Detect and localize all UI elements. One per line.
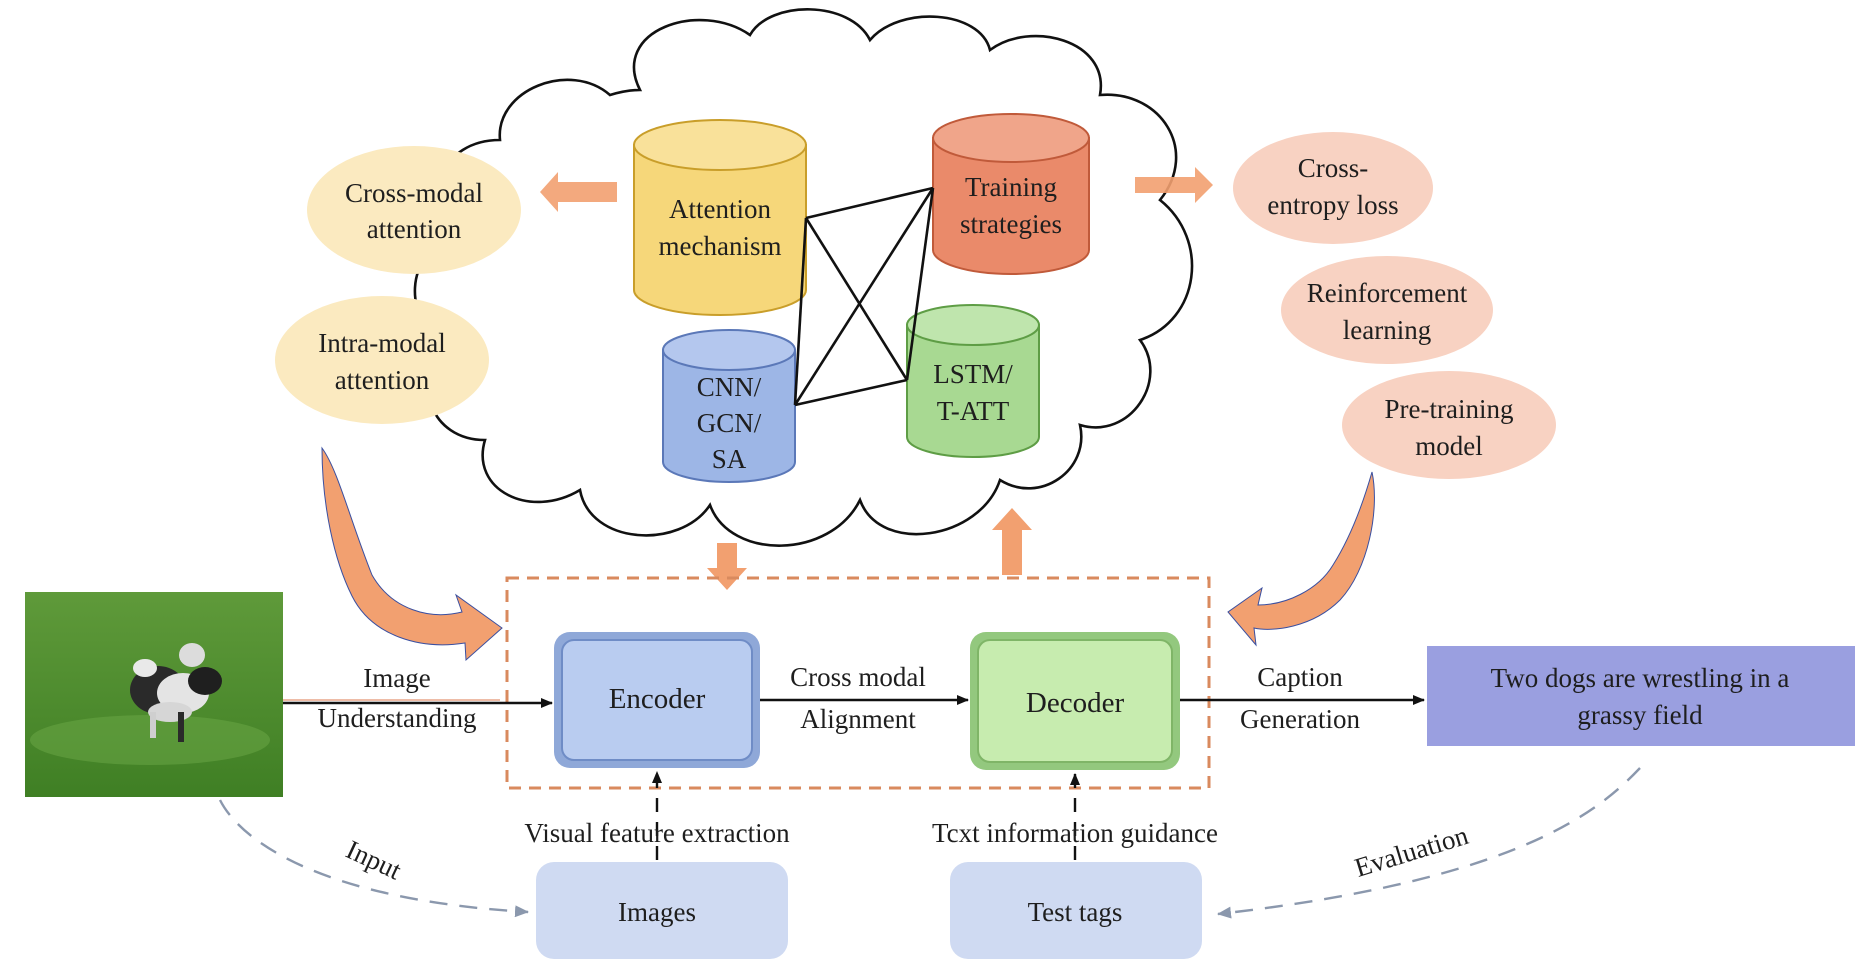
cross-modal-label-1: Cross-modal xyxy=(345,178,483,208)
arrow-right-to-cross-entropy xyxy=(1135,167,1213,203)
dog-photo xyxy=(25,592,283,797)
decoder-label: Decoder xyxy=(1026,687,1125,719)
caption-generation-label-1: Caption xyxy=(1257,662,1343,692)
cross-entropy-label-2: entropy loss xyxy=(1267,190,1398,220)
caption-generation-label-2: Generation xyxy=(1240,704,1360,734)
intra-modal-label-1: Intra-modal xyxy=(318,328,445,358)
pre-training-model-ellipse: Pre-training model xyxy=(1342,371,1556,479)
pre-training-label-2: model xyxy=(1415,431,1483,461)
text-information-guidance-label: Tcxt information guidance xyxy=(932,818,1218,848)
arrow-left-to-cross-modal xyxy=(540,172,617,212)
intra-modal-label-2: attention xyxy=(335,365,430,395)
encoder-decoder-frame xyxy=(505,576,1211,790)
lstm-tatt-cylinder: LSTM/ T-ATT xyxy=(906,304,1040,458)
training-label-1: Training xyxy=(965,172,1057,202)
attention-mechanism-cylinder: Attention mechanism xyxy=(633,119,807,316)
test-tags-label: Test tags xyxy=(1028,897,1123,927)
cross-entropy-label-1: Cross- xyxy=(1298,153,1369,183)
images-label: Images xyxy=(618,897,696,927)
reinforcement-learning-ellipse: Reinforcement learning xyxy=(1281,256,1493,364)
cross-modal-alignment-label-1: Cross modal xyxy=(790,662,926,692)
cross-modal-alignment-label-2: Alignment xyxy=(800,704,916,734)
output-caption-line-1: Two dogs are wrestling in a xyxy=(1491,663,1790,693)
arrow-decoder-to-cloud xyxy=(992,508,1032,575)
intra-modal-attention-ellipse: Intra-modal attention xyxy=(275,296,489,424)
images-box: Images xyxy=(536,862,788,959)
left-curved-arrow xyxy=(321,446,503,662)
output-caption-line-2: grassy field xyxy=(1577,700,1703,730)
right-curved-arrow xyxy=(1227,471,1375,647)
evaluation-label: Evaluation xyxy=(1351,820,1472,883)
visual-feature-extraction-label: Visual feature extraction xyxy=(524,818,790,848)
cross-modal-label-2: attention xyxy=(367,214,462,244)
lstm-label-1: LSTM/ xyxy=(933,359,1013,389)
pre-training-label-1: Pre-training xyxy=(1385,394,1514,424)
cnn-gcn-sa-cylinder: CNN/ GCN/ SA xyxy=(662,329,796,483)
decoder-box: Decoder xyxy=(970,632,1180,770)
cross-entropy-loss-ellipse: Cross- entropy loss xyxy=(1233,132,1433,244)
lstm-label-2: T-ATT xyxy=(937,396,1010,426)
reinforcement-label-2: learning xyxy=(1343,315,1431,345)
test-tags-box: Test tags xyxy=(950,862,1202,959)
attention-label-1: Attention xyxy=(669,194,771,224)
cnn-label-1: CNN/ xyxy=(697,372,762,402)
cylinder-connections xyxy=(793,186,935,407)
evaluation-dashed-arrow xyxy=(1217,767,1641,919)
image-understanding-label-2: Understanding xyxy=(318,703,477,733)
encoder-box: Encoder xyxy=(554,632,760,768)
arrow-cloud-to-encoder xyxy=(707,543,747,590)
cross-modal-attention-ellipse: Cross-modal attention xyxy=(307,146,521,274)
encoder-label: Encoder xyxy=(609,683,706,715)
image-understanding-label-1: Image xyxy=(363,663,430,693)
training-strategies-cylinder: Training strategies xyxy=(932,113,1090,275)
input-label: Input xyxy=(342,834,407,885)
cnn-label-3: SA xyxy=(712,444,747,474)
reinforcement-label-1: Reinforcement xyxy=(1307,278,1468,308)
attention-label-2: mechanism xyxy=(659,231,782,261)
cnn-label-2: GCN/ xyxy=(697,408,762,438)
output-caption-box: Two dogs are wrestling in a grassy field xyxy=(1427,646,1855,746)
training-label-2: strategies xyxy=(960,209,1062,239)
